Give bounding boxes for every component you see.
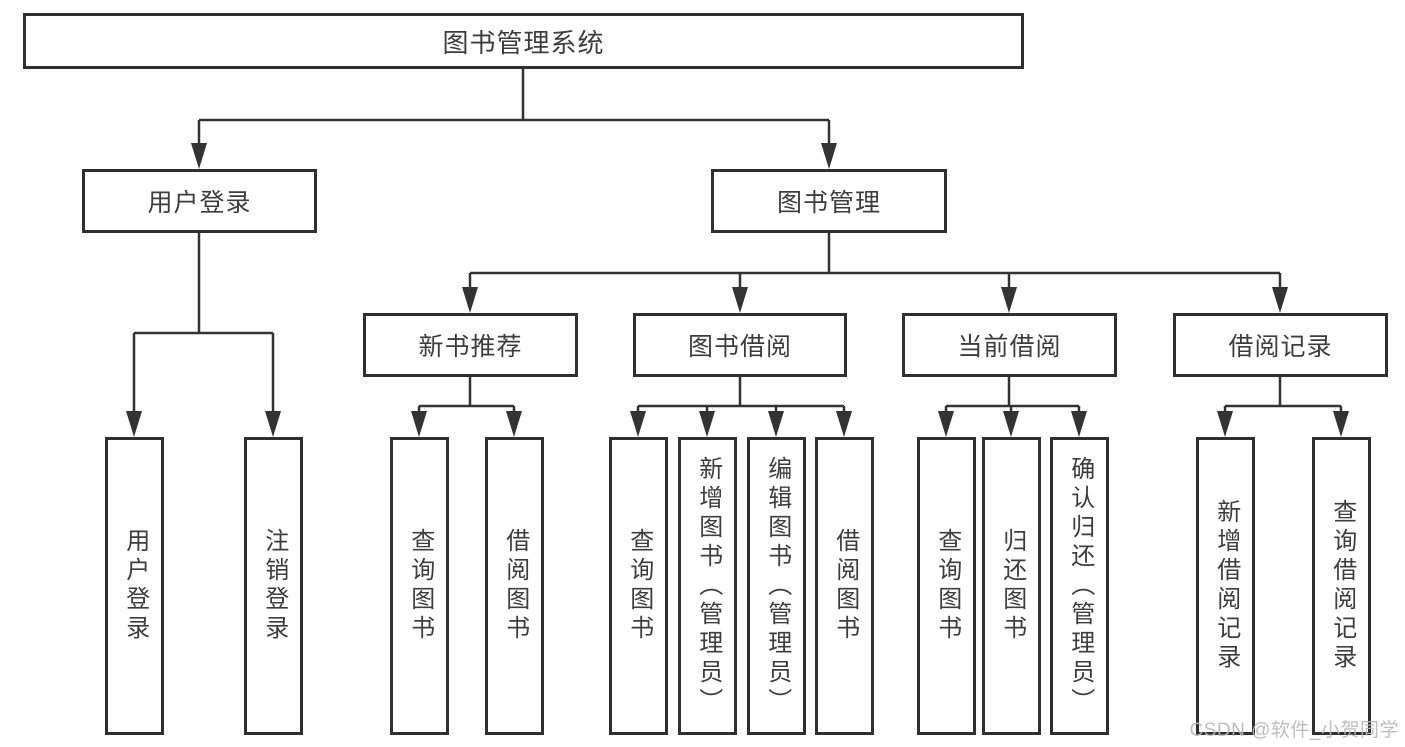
arrowhead-icon bbox=[462, 287, 478, 313]
arrowhead-icon bbox=[1333, 411, 1349, 437]
leaf-label: 确认归还（管理员） bbox=[1066, 455, 1094, 717]
leaf-label: 查询图书 bbox=[406, 528, 434, 644]
leaf-borrow-borrow-books: 借阅图书 bbox=[815, 437, 874, 735]
connector-current-borrow-children bbox=[938, 377, 1087, 437]
leaf-user-login: 用户登录 bbox=[105, 437, 164, 735]
arrowhead-icon bbox=[411, 411, 427, 437]
leaf-label: 查询图书 bbox=[933, 528, 961, 644]
arrowhead-icon bbox=[1071, 411, 1087, 437]
arrowhead-icon bbox=[768, 411, 784, 437]
leaf-records-query-record: 查询借阅记录 bbox=[1312, 437, 1371, 735]
leaf-label: 归还图书 bbox=[998, 528, 1026, 644]
leaf-label: 注销登录 bbox=[260, 528, 288, 644]
arrowhead-icon bbox=[821, 143, 837, 169]
leaf-label: 用户登录 bbox=[121, 528, 149, 644]
leaf-borrow-add-books-admin: 新增图书（管理员） bbox=[678, 437, 737, 735]
connector-root-to-level2 bbox=[191, 69, 837, 169]
leaf-label: 借阅图书 bbox=[831, 528, 859, 644]
leaf-label: 新增借阅记录 bbox=[1212, 499, 1240, 673]
connector-book-borrow-children bbox=[630, 377, 852, 437]
node-borrow-records: 借阅记录 bbox=[1173, 313, 1388, 377]
connector-user-login-children bbox=[126, 233, 281, 437]
connector-borrow-records-children bbox=[1217, 377, 1349, 437]
node-book-management: 图书管理 bbox=[711, 169, 947, 233]
arrowhead-icon bbox=[506, 411, 522, 437]
leaf-current-query-books: 查询图书 bbox=[917, 437, 976, 735]
leaf-label: 编辑图书（管理员） bbox=[763, 455, 791, 717]
arrowhead-icon bbox=[1272, 287, 1288, 313]
arrowhead-icon bbox=[630, 411, 646, 437]
leaf-borrow-edit-books-admin: 编辑图书（管理员） bbox=[747, 437, 806, 735]
leaf-borrow-query-books: 查询图书 bbox=[609, 437, 668, 735]
arrowhead-icon bbox=[732, 287, 748, 313]
arrowhead-icon bbox=[1001, 287, 1017, 313]
leaf-current-confirm-return-admin: 确认归还（管理员） bbox=[1050, 437, 1109, 735]
node-new-book-recommend: 新书推荐 bbox=[363, 313, 578, 377]
connector-new-book-rec-children bbox=[411, 377, 522, 437]
connector-book-mgmt-children bbox=[462, 233, 1288, 313]
leaf-label: 新增图书（管理员） bbox=[694, 455, 722, 717]
node-user-login: 用户登录 bbox=[82, 169, 317, 233]
leaf-label: 借阅图书 bbox=[501, 528, 529, 644]
arrowhead-icon bbox=[699, 411, 715, 437]
arrowhead-icon bbox=[265, 411, 281, 437]
leaf-label: 查询图书 bbox=[625, 528, 653, 644]
node-current-borrow: 当前借阅 bbox=[902, 313, 1117, 377]
leaf-current-return-books: 归还图书 bbox=[982, 437, 1041, 735]
arrowhead-icon bbox=[938, 411, 954, 437]
node-root-system: 图书管理系统 bbox=[23, 13, 1024, 69]
leaf-newrec-borrow-books: 借阅图书 bbox=[485, 437, 544, 735]
arrowhead-icon bbox=[836, 411, 852, 437]
leaf-newrec-query-books: 查询图书 bbox=[390, 437, 449, 735]
arrowhead-icon bbox=[1003, 411, 1019, 437]
leaf-records-add-record: 新增借阅记录 bbox=[1196, 437, 1255, 735]
leaf-logout: 注销登录 bbox=[244, 437, 303, 735]
csdn-watermark: CSDN @软件_小贺同学 bbox=[1189, 720, 1399, 741]
arrowhead-icon bbox=[1217, 411, 1233, 437]
arrowhead-icon bbox=[126, 411, 142, 437]
leaf-label: 查询借阅记录 bbox=[1328, 499, 1356, 673]
node-book-borrow: 图书借阅 bbox=[633, 313, 847, 377]
arrowhead-icon bbox=[191, 143, 207, 169]
